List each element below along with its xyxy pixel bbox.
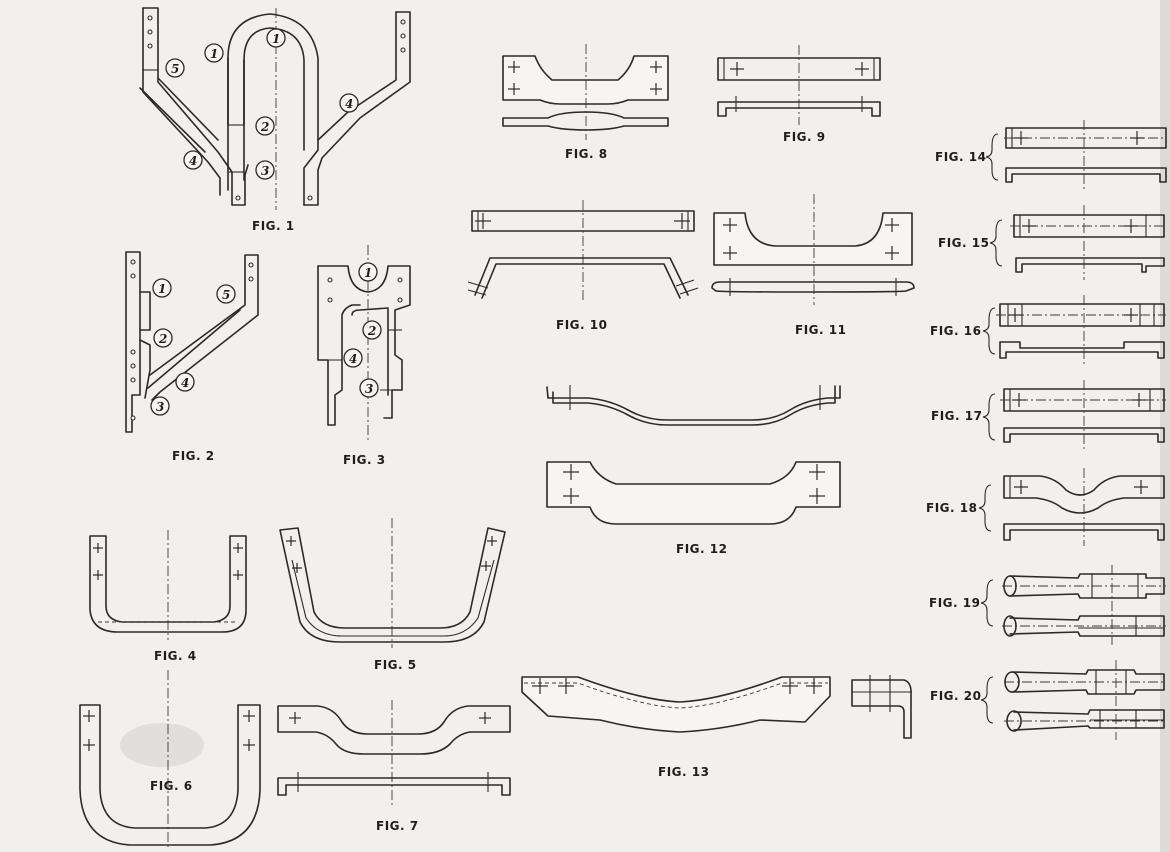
fig1-callout-3: 3	[255, 160, 275, 180]
fig18-label: FIG. 18	[926, 501, 977, 515]
figure-9: FIG. 9	[717, 45, 881, 144]
fig3-callout-2: 2	[362, 320, 382, 340]
figure-18: FIG. 18	[926, 468, 1165, 546]
fig1-callout-1-left: 1	[204, 43, 224, 63]
figure-16: FIG. 16	[930, 295, 1166, 366]
fig2-callout-3: 3	[150, 396, 170, 416]
svg-text:3: 3	[261, 164, 269, 178]
figure-15: FIG. 15	[938, 205, 1166, 280]
svg-text:5: 5	[171, 62, 179, 76]
fig2-label: FIG. 2	[172, 449, 215, 463]
fig3-callout-4: 4	[343, 348, 363, 368]
fig1-callout-2: 2	[255, 116, 275, 136]
svg-text:4: 4	[345, 97, 353, 111]
fig3-callout-3: 3	[359, 378, 379, 398]
figure-19: FIG. 19	[929, 565, 1166, 645]
figure-2: 1 2 3 4 5 FIG. 2	[125, 251, 259, 463]
svg-text:4: 4	[349, 352, 357, 366]
figure-20: FIG. 20	[930, 660, 1166, 740]
fig14-label: FIG. 14	[935, 150, 986, 164]
svg-text:1: 1	[272, 32, 280, 46]
fig17-label: FIG. 17	[931, 409, 982, 423]
fig6-label: FIG. 6	[150, 779, 193, 793]
fig12-label: FIG. 12	[676, 542, 727, 556]
fig5-label: FIG. 5	[374, 658, 417, 672]
fig9-label: FIG. 9	[783, 130, 826, 144]
figure-5: FIG. 5	[279, 518, 506, 672]
paper-stain	[120, 723, 204, 767]
fig20-label: FIG. 20	[930, 689, 981, 703]
fig1-callout-5: 5	[165, 58, 185, 78]
svg-text:2: 2	[158, 332, 167, 346]
svg-text:3: 3	[365, 382, 373, 396]
figure-17: FIG. 17	[931, 380, 1166, 450]
svg-text:2: 2	[260, 120, 269, 134]
figure-7: FIG. 7	[277, 700, 511, 833]
svg-text:4: 4	[181, 376, 189, 390]
svg-text:5: 5	[222, 288, 230, 302]
fig2-callout-1: 1	[152, 278, 172, 298]
fig7-label: FIG. 7	[376, 819, 419, 833]
figure-14: FIG. 14	[935, 120, 1167, 190]
fig1-callout-1-top: 1	[266, 28, 286, 48]
fig16-label: FIG. 16	[930, 324, 981, 338]
fig4-label: FIG. 4	[154, 649, 197, 663]
fig1-callout-4-left: 4	[183, 150, 203, 170]
fig10-label: FIG. 10	[556, 318, 607, 332]
fig2-callout-5: 5	[216, 284, 236, 304]
fig13-label: FIG. 13	[658, 765, 709, 779]
svg-text:2: 2	[367, 324, 376, 338]
fig2-callout-4: 4	[175, 372, 195, 392]
paper-edge-shadow	[1160, 0, 1170, 852]
svg-text:4: 4	[189, 154, 197, 168]
figure-12: FIG. 12	[546, 385, 841, 556]
figure-6: FIG. 6	[79, 670, 261, 850]
figure-3: 1 2 3 4 FIG. 3	[317, 245, 411, 467]
figure-10: FIG. 10	[467, 200, 699, 332]
fig1-label: FIG. 1	[252, 219, 295, 233]
fig2-callout-2: 2	[153, 328, 173, 348]
fig3-callout-1: 1	[358, 262, 378, 282]
svg-text:1: 1	[158, 282, 166, 296]
figure-8: FIG. 8	[502, 44, 669, 161]
fig8-label: FIG. 8	[565, 147, 608, 161]
fig1-callout-4-right: 4	[339, 93, 359, 113]
figure-1: 1 1 2 3 4 4 5 FIG. 1	[139, 7, 411, 233]
fig15-label: FIG. 15	[938, 236, 989, 250]
svg-text:1: 1	[364, 266, 372, 280]
fig11-label: FIG. 11	[795, 323, 846, 337]
fig19-label: FIG. 19	[929, 596, 980, 610]
figure-13: FIG. 13	[521, 675, 912, 779]
figure-11: FIG. 11	[711, 194, 915, 337]
svg-text:3: 3	[156, 400, 164, 414]
fig3-label: FIG. 3	[343, 453, 386, 467]
figure-4: FIG. 4	[89, 530, 247, 663]
svg-text:1: 1	[210, 47, 218, 61]
